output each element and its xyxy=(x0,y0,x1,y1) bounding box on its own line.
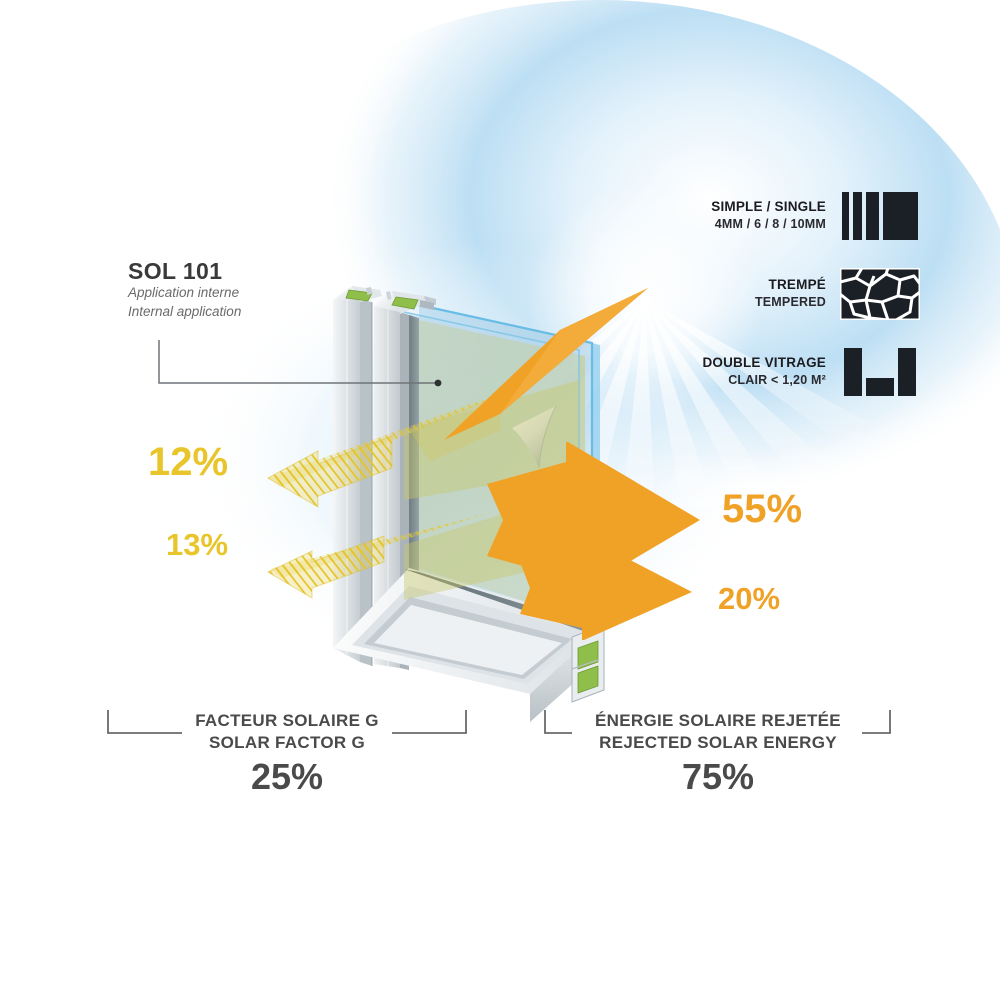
glazing-type-legend: SIMPLE / SINGLE 4MM / 6 / 8 / 10MM TREMP… xyxy=(660,190,920,424)
legend-item-single-text: SIMPLE / SINGLE 4MM / 6 / 8 / 10MM xyxy=(660,199,840,232)
legend-tempered-line1: TREMPÉ xyxy=(768,277,826,293)
product-label-block: SOL 101 Application interne Internal app… xyxy=(128,258,428,321)
summary-right-value: 75% xyxy=(681,756,755,798)
summary-left-line2: SOLAR FACTOR G xyxy=(209,733,365,753)
reflected-beam-lower xyxy=(266,512,492,599)
single-glazing-bars-icon xyxy=(842,192,918,240)
legend-double-line2: CLAIR < 1,20 M² xyxy=(728,373,826,388)
callout-reflected-lower: 13% xyxy=(166,527,229,562)
legend-single-line2: 4MM / 6 / 8 / 10MM xyxy=(714,217,826,232)
summary-rejected-energy: ÉNERGIE SOLAIRE REJETÉE REJECTED SOLAR E… xyxy=(575,710,861,798)
product-subtitle-fr: Application interne xyxy=(128,285,240,301)
product-title: SOL 101 xyxy=(128,258,223,284)
double-glazing-icon xyxy=(844,348,916,396)
product-subtitle-en: Internal application xyxy=(128,303,242,319)
summary-solar-factor: FACTEUR SOLAIRE G SOLAR FACTOR G 25% xyxy=(180,710,394,798)
bracket-left xyxy=(107,710,467,734)
summary-left-line1: FACTEUR SOLAIRE G xyxy=(195,711,379,730)
legend-double-line1: DOUBLE VITRAGE xyxy=(702,355,826,371)
rejected-energy-arrow-secondary xyxy=(520,536,692,640)
legend-item-tempered-text: TREMPÉ TEMPERED xyxy=(660,277,840,310)
callout-rejected-lower: 20% xyxy=(718,581,781,616)
legend-tempered-line2: TEMPERED xyxy=(754,295,826,310)
callout-reflected-upper: 12% xyxy=(148,440,229,484)
legend-item-tempered: TREMPÉ TEMPERED xyxy=(660,268,920,320)
summary-left-value: 25% xyxy=(250,756,324,798)
callout-rejected-upper: 55% xyxy=(722,487,803,531)
legend-item-double-text: DOUBLE VITRAGE CLAIR < 1,20 M² xyxy=(660,355,840,388)
tempered-shatter-pattern-icon xyxy=(840,268,920,320)
summary-right-line1: ÉNERGIE SOLAIRE REJETÉE xyxy=(595,711,841,730)
peeling-film-corner-icon xyxy=(512,405,557,469)
frame-top-cross-section xyxy=(333,286,436,314)
bracket-right xyxy=(544,710,891,734)
legend-single-line1: SIMPLE / SINGLE xyxy=(711,199,826,215)
incoming-solar-ray xyxy=(444,288,648,440)
legend-item-double: DOUBLE VITRAGE CLAIR < 1,20 M² xyxy=(660,346,920,398)
summary-right-line2: REJECTED SOLAR ENERGY xyxy=(599,733,837,753)
legend-item-single: SIMPLE / SINGLE 4MM / 6 / 8 / 10MM xyxy=(660,190,920,242)
